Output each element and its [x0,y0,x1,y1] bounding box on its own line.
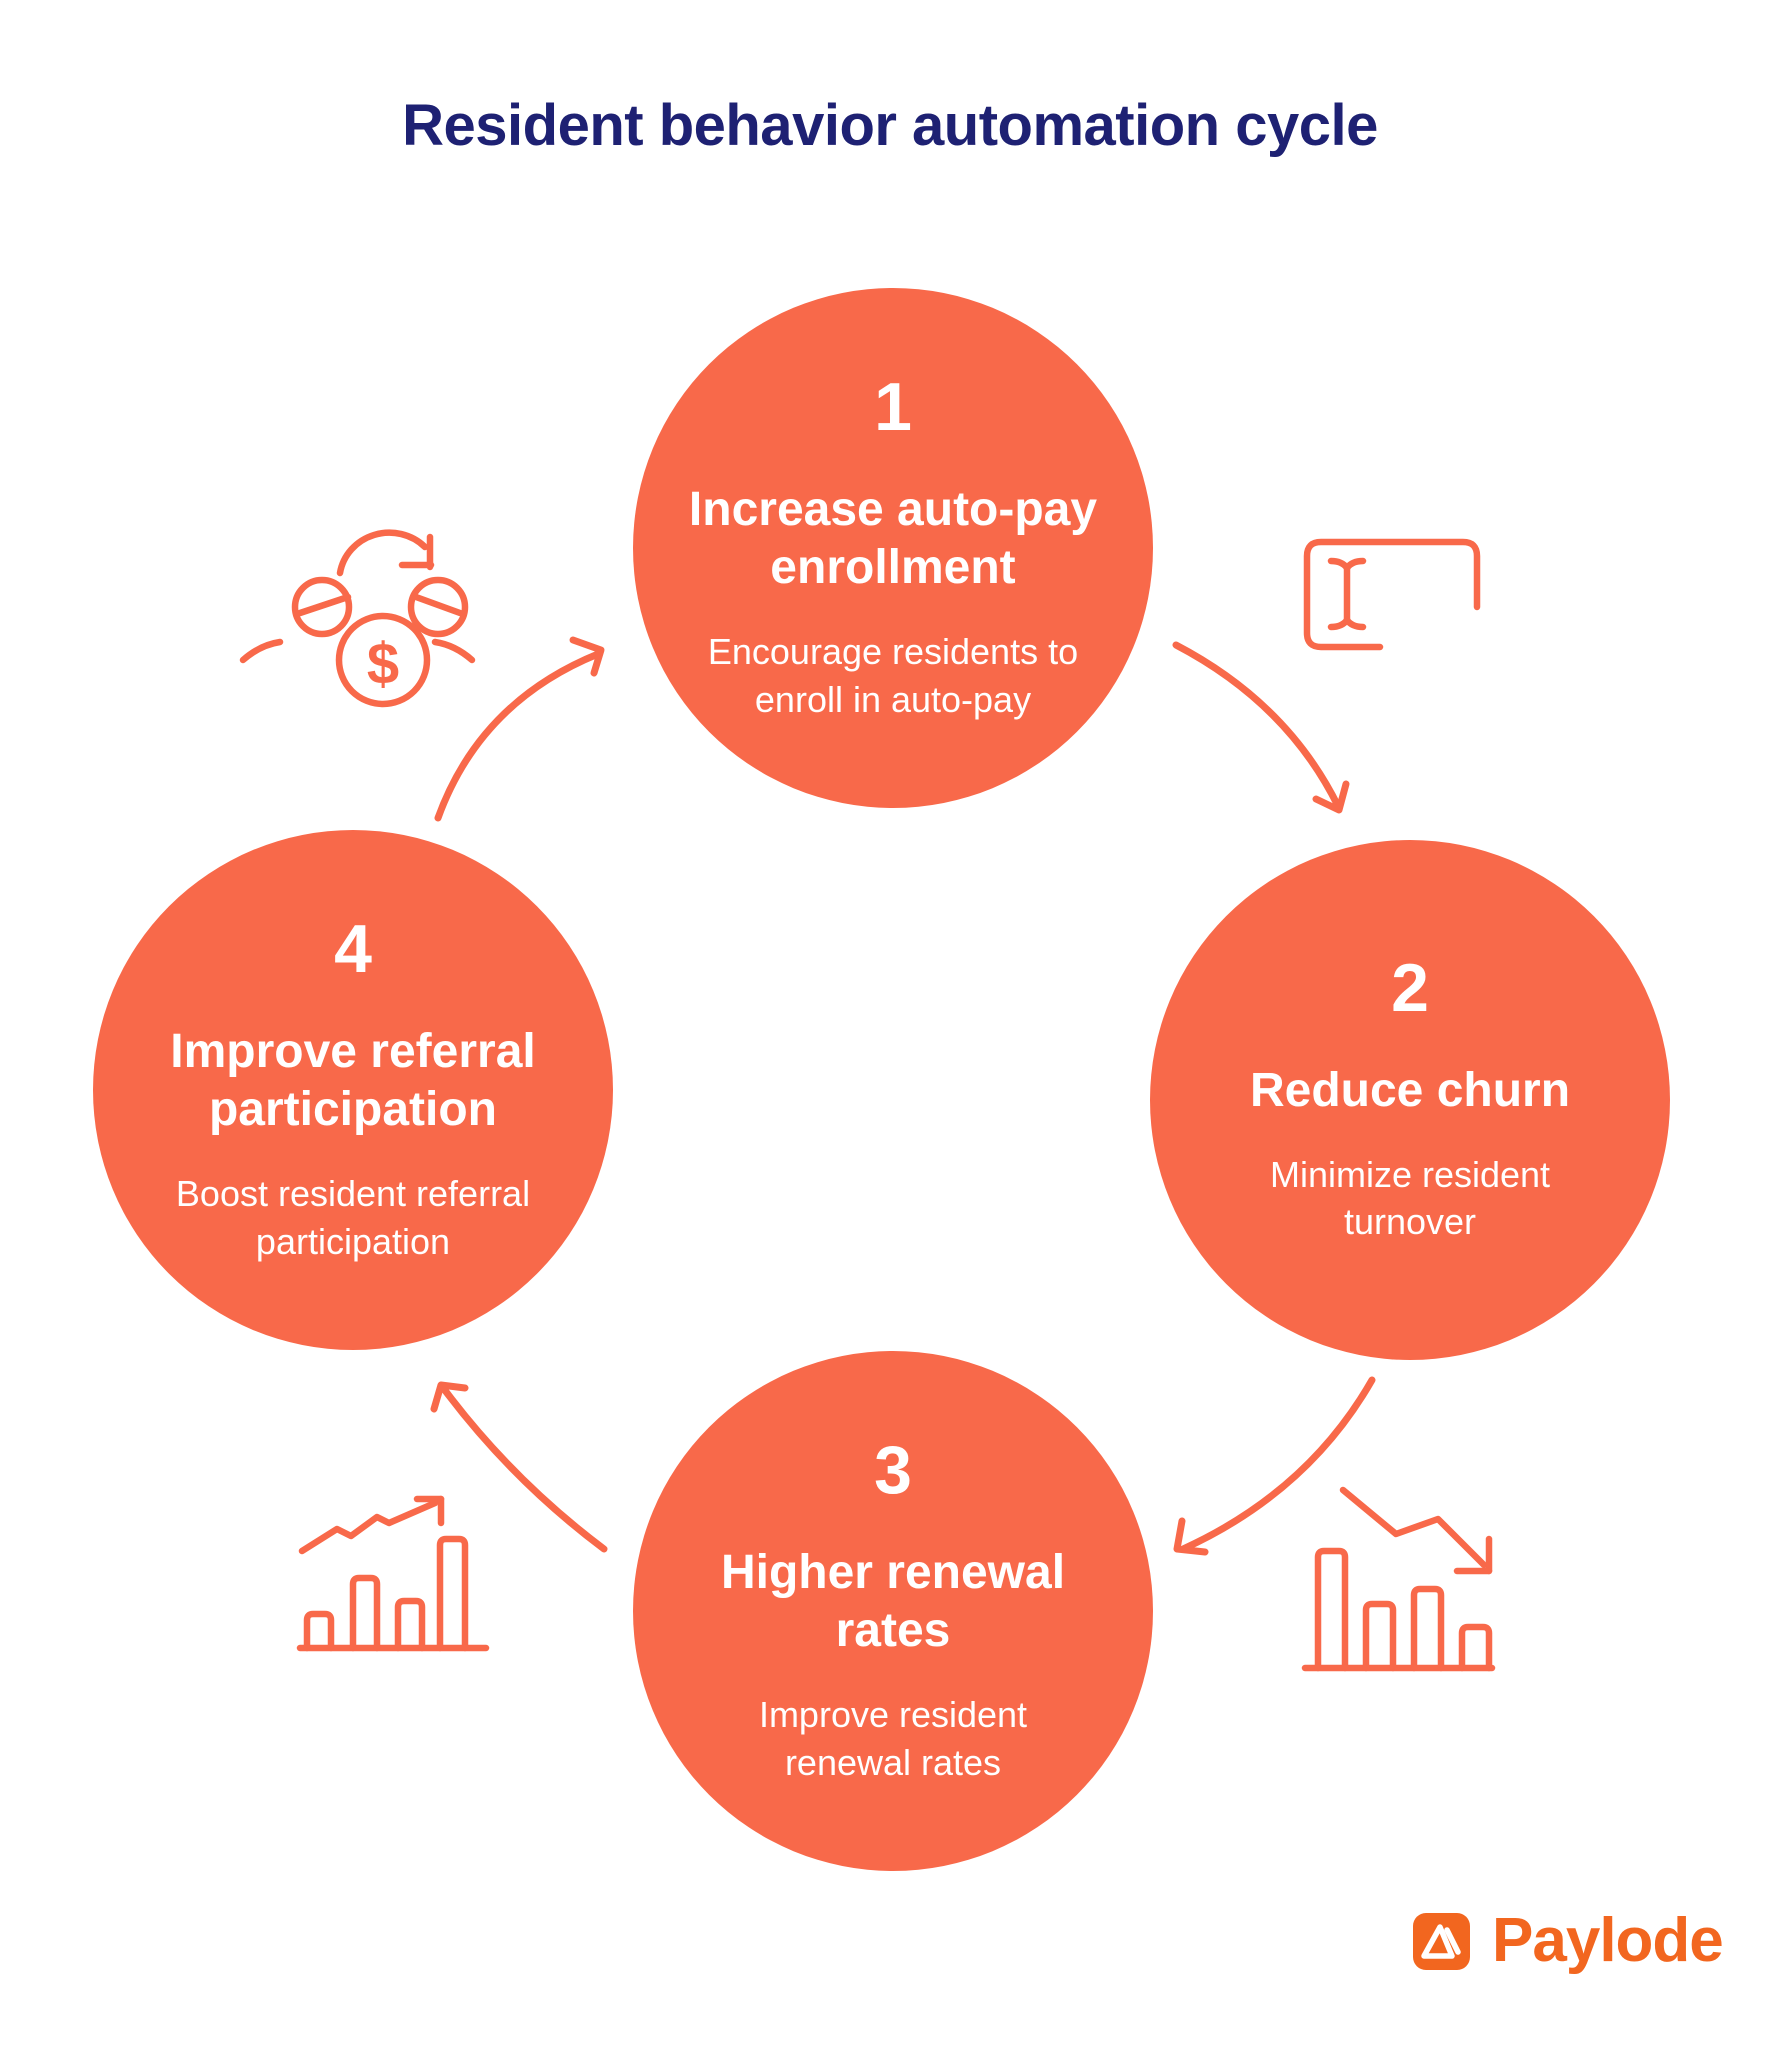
paylode-logo-icon [1413,1912,1470,1970]
step-description: Improve resident renewal rates [758,1694,1028,1783]
step-number: 2 [1391,950,1429,1027]
step-description: Boost resident referral participation [175,1173,531,1262]
declining-bar-chart-icon [1301,1486,1496,1672]
step-title: Improve referral participation [170,1024,536,1137]
paylode-logo-text: Paylode [1492,1906,1724,1975]
paylode-logo: Paylode [1413,1906,1724,1975]
step-title: Increase auto-pay enrollment [688,482,1098,595]
arrow-step3-to-step4 [430,1381,608,1553]
rising-bar-chart-icon [296,1495,490,1652]
step-description: Minimize resident turnover [1269,1153,1551,1243]
dollar-sign-glyph: $ [367,632,399,697]
arrow-step1-to-step2 [1172,641,1350,814]
step-number: 1 [874,368,912,445]
step-circle-2: 2 Reduce churn Minimize resident turnove… [1150,840,1670,1360]
step-title: Reduce churn [1249,1064,1571,1118]
step-title: Higher renewal rates [720,1545,1066,1658]
arrow-step4-to-step1 [434,636,605,822]
step-number: 4 [334,910,372,987]
step-circle-3: 3 Higher renewal rates Improve resident … [633,1351,1153,1871]
step-description: Encourage residents to enroll in auto-pa… [707,631,1079,720]
step-circle-1: 1 Increase auto-pay enrollment Encourage… [633,288,1153,808]
page-title: Resident behavior automation cycle [402,93,1378,158]
step-circle-4: 4 Improve referral participation Boost r… [93,830,613,1350]
arrow-step2-to-step3 [1173,1376,1376,1556]
text-cursor-field-icon [1303,538,1481,651]
step-number: 3 [874,1431,912,1508]
recurring-payment-clock-icon: $ [239,529,476,708]
